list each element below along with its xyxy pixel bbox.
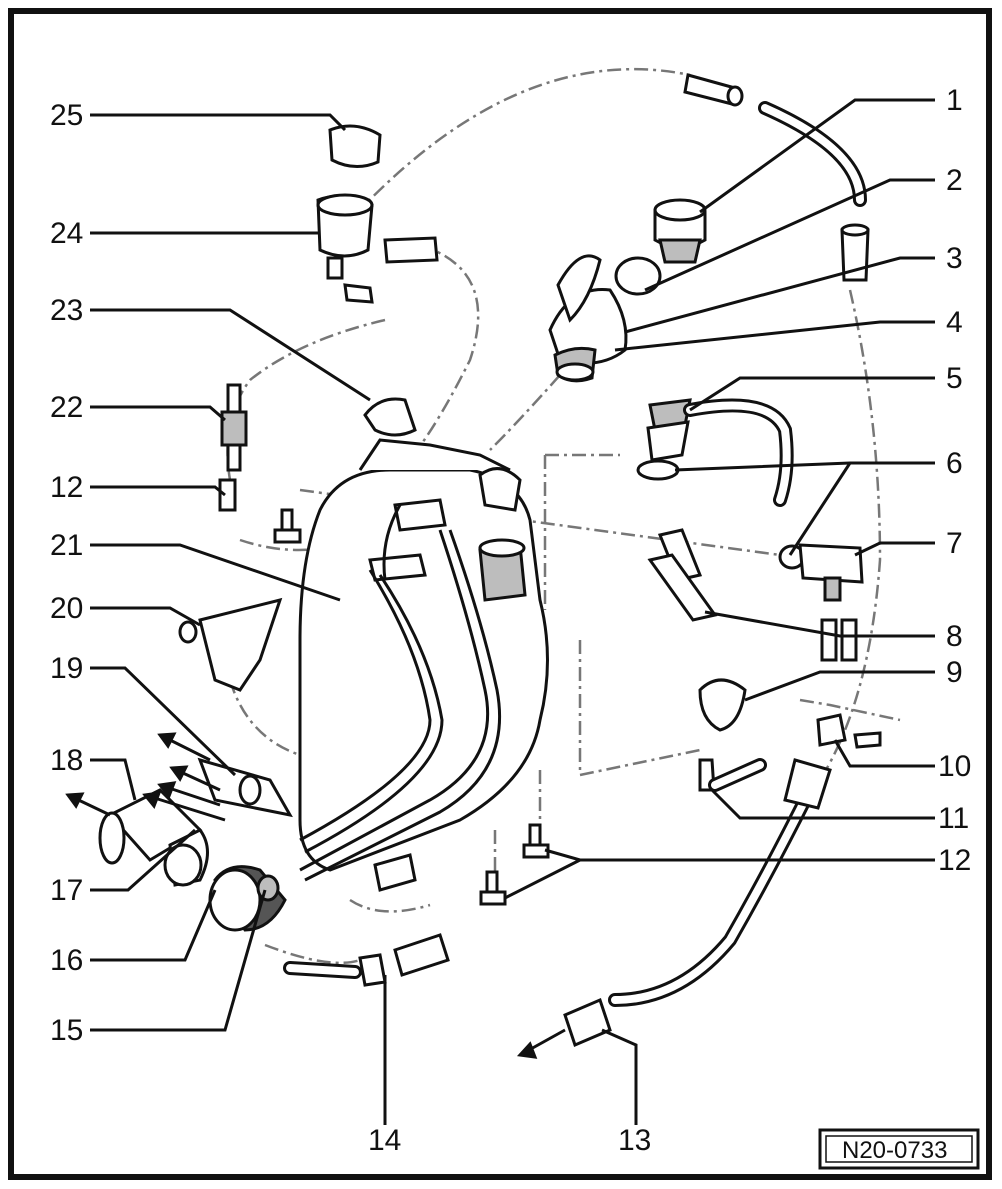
figure-code: N20-0733 — [842, 1137, 947, 1164]
callout-16: 16 — [50, 944, 83, 977]
callout-21: 21 — [50, 529, 83, 562]
callout-9: 9 — [946, 656, 963, 689]
callout-25: 25 — [50, 99, 83, 132]
callout-22: 22 — [50, 391, 83, 424]
callout-5: 5 — [946, 362, 963, 395]
flow-arrows — [65, 732, 566, 1059]
callout-6: 6 — [946, 447, 963, 480]
callout-11: 11 — [938, 802, 969, 835]
callout-labels: 1 2 3 4 5 6 7 8 9 10 11 12 13 14 15 16 1… — [50, 84, 971, 1157]
callout-13: 13 — [618, 1124, 651, 1157]
left-parts — [178, 124, 439, 692]
callout-1: 1 — [946, 84, 963, 117]
filler-cap-assembly — [548, 198, 707, 383]
callout-19: 19 — [50, 652, 83, 685]
callout-17: 17 — [50, 874, 83, 907]
bolts — [218, 478, 550, 906]
connector-plugs — [647, 528, 718, 622]
callout-18: 18 — [50, 744, 83, 777]
callout-2: 2 — [946, 164, 963, 197]
callout-4: 4 — [946, 306, 963, 339]
figure-code-box: N20-0733 — [818, 1128, 980, 1170]
top-hoses — [683, 73, 870, 282]
callout-14: 14 — [368, 1124, 401, 1157]
callout-8: 8 — [946, 620, 963, 653]
callout-3: 3 — [946, 242, 963, 275]
callout-24: 24 — [50, 217, 83, 250]
valve-assembly — [636, 398, 864, 662]
callout-23: 23 — [50, 294, 83, 327]
callout-7: 7 — [946, 527, 963, 560]
callout-12-left: 12 — [50, 471, 83, 504]
callout-20: 20 — [50, 592, 83, 625]
filter-assembly — [698, 678, 882, 792]
callout-12-right: 12 — [938, 844, 971, 877]
drain-hose — [563, 758, 832, 1048]
callout-10: 10 — [938, 750, 971, 783]
pipes — [299, 504, 502, 882]
callout-15: 15 — [50, 1014, 83, 1047]
leader-lines — [90, 98, 935, 1125]
bottom-hoses — [283, 853, 450, 987]
